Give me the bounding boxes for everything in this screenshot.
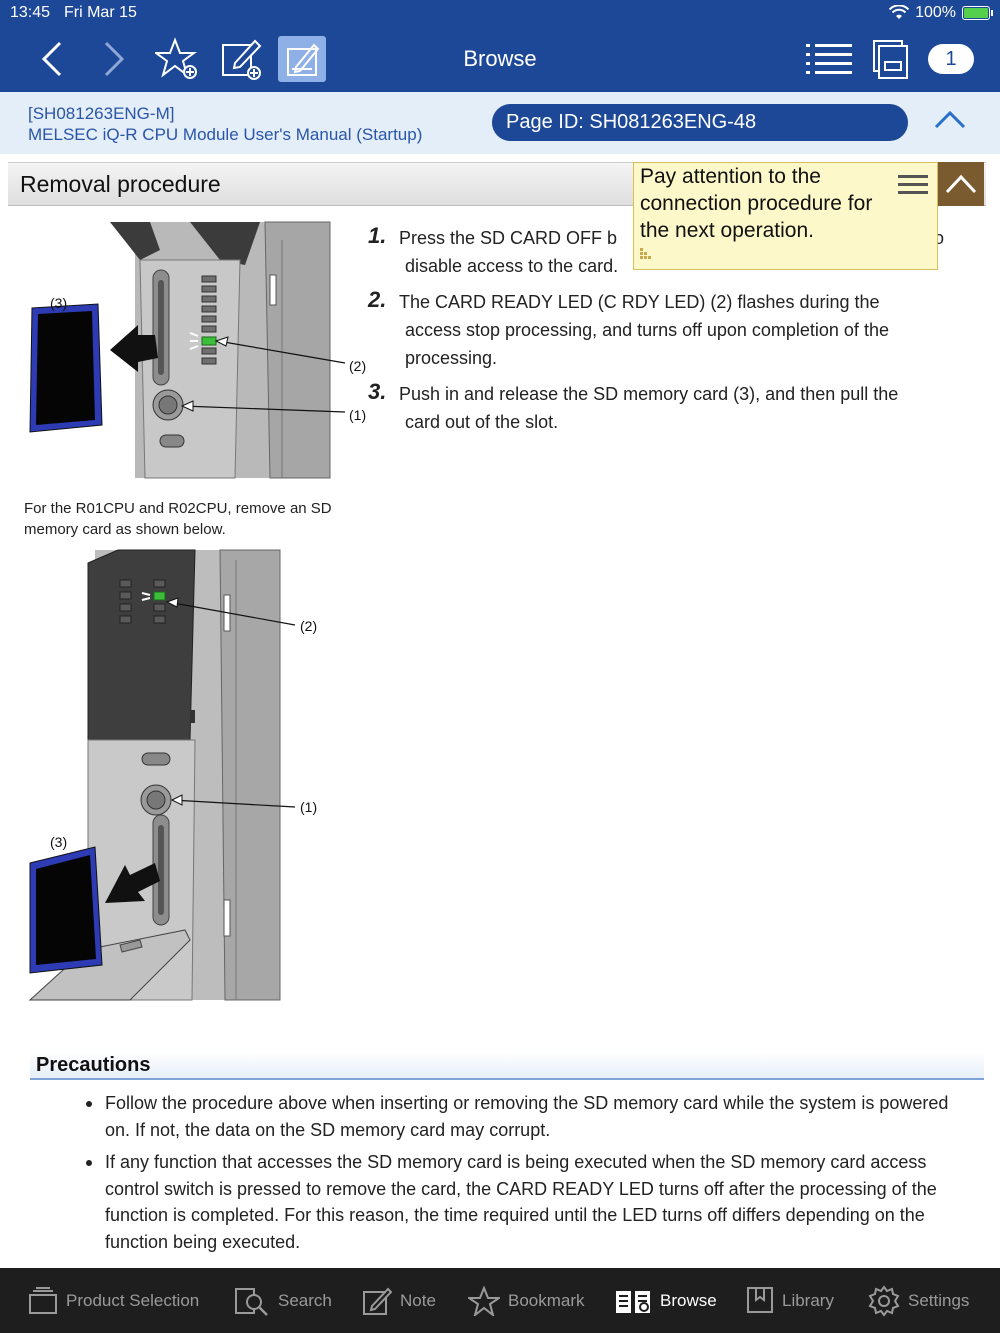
step-text: The CARD READY LED (C RDY LED) (2) flash… xyxy=(399,292,880,312)
step-text-cont: card out of the slot. xyxy=(405,412,559,432)
add-note-button[interactable] xyxy=(218,36,264,82)
step-number: 3. xyxy=(368,379,387,404)
hamburger-icon xyxy=(898,175,928,194)
tab-label: Bookmark xyxy=(508,1290,585,1310)
note-text: Pay attention to the connection procedur… xyxy=(640,165,873,242)
figure-removal-r01-r02: (2) (1) (3) xyxy=(28,549,317,1001)
note-menu-button[interactable] xyxy=(898,173,928,202)
step-2: 2. The CARD READY LED (C RDY LED) (2) fl… xyxy=(368,287,958,372)
tab-settings[interactable]: Settings xyxy=(868,1268,969,1333)
status-right: 100% xyxy=(889,4,993,22)
section-title: Removal procedure xyxy=(20,171,221,197)
settings-icon xyxy=(868,1284,900,1317)
product-selection-icon xyxy=(29,1286,57,1314)
status-date: Fri Mar 15 xyxy=(64,4,137,21)
search-icon xyxy=(235,1287,268,1316)
tab-search[interactable]: Search xyxy=(234,1268,332,1333)
figure-label-2: (2) xyxy=(300,618,317,634)
toc-button[interactable] xyxy=(806,36,852,82)
procedure-steps: 1. Press the SD CARD OFF b o disable acce… xyxy=(368,223,958,444)
add-bookmark-button[interactable] xyxy=(154,36,200,82)
collapse-button[interactable] xyxy=(934,110,966,135)
list-icon xyxy=(806,44,852,74)
tab-product-selection[interactable]: Product Selection xyxy=(28,1268,199,1333)
figure-label-2: (2) xyxy=(349,358,366,374)
precautions-heading: Precautions xyxy=(30,1052,984,1080)
pages-button[interactable] xyxy=(870,36,912,82)
wifi-icon xyxy=(889,5,910,19)
figure-label-1: (1) xyxy=(300,799,317,815)
note-mode-button[interactable] xyxy=(278,36,326,82)
step-number: 1. xyxy=(368,223,387,248)
document-name[interactable]: MELSEC iQ-R CPU Module User's Manual (St… xyxy=(28,125,423,144)
back-button[interactable] xyxy=(32,36,72,82)
tab-bar: Product Selection Search Note Bookmark B… xyxy=(0,1268,1000,1333)
step-3: 3. Push in and release the SD memory car… xyxy=(368,379,958,436)
figure-label-3: (3) xyxy=(50,834,67,850)
sticky-note[interactable]: Pay attention to the connection procedur… xyxy=(633,162,938,270)
star-add-icon xyxy=(155,37,198,79)
figure-caption: For the R01CPU and R02CPU, remove an SD … xyxy=(24,500,332,538)
library-icon xyxy=(747,1286,773,1313)
step-text-tail: o xyxy=(934,228,945,248)
nav-bar: Browse xyxy=(0,26,1000,92)
resize-grip-icon[interactable] xyxy=(640,247,656,265)
battery-percent: 100% xyxy=(915,4,956,21)
tab-label: Settings xyxy=(908,1290,970,1310)
chevron-left-icon xyxy=(41,41,62,77)
chevron-up-icon xyxy=(945,174,977,194)
tab-note[interactable]: Note xyxy=(362,1268,436,1333)
tab-label: Browse xyxy=(660,1290,717,1310)
tab-library[interactable]: Library xyxy=(746,1268,834,1333)
tab-bookmark[interactable]: Bookmark xyxy=(468,1268,585,1333)
nav-title: Browse xyxy=(463,46,537,71)
tab-label: Library xyxy=(782,1290,834,1310)
figure-label-3: (3) xyxy=(50,295,67,311)
chevron-right-icon xyxy=(104,41,125,77)
note-add-icon xyxy=(222,39,262,80)
document-code[interactable]: [SH081263ENG-M] xyxy=(28,104,175,123)
battery-icon xyxy=(962,6,993,20)
list-item: If any function that accesses the SD mem… xyxy=(80,1149,960,1255)
pages-icon xyxy=(873,40,908,79)
list-item: Follow the procedure above when insertin… xyxy=(80,1090,960,1143)
tab-browse[interactable]: Browse xyxy=(614,1268,717,1333)
document-bar: [SH081263ENG-M] MELSEC iQ-R CPU Module U… xyxy=(0,92,1000,154)
note-edit-icon xyxy=(287,43,320,76)
page-count-badge[interactable]: 1 xyxy=(928,44,974,74)
step-1: 1. Press the SD CARD OFF b o disable acce… xyxy=(368,223,958,280)
step-number: 2. xyxy=(368,287,387,312)
tab-label: Note xyxy=(400,1290,436,1310)
status-time: 13:45 xyxy=(10,4,51,21)
step-text: Press the SD CARD OFF b xyxy=(399,228,618,248)
step-text-cont: access stop processing, and turns off up… xyxy=(405,320,889,368)
status-bar: 13:45 Fri Mar 15 100% xyxy=(0,0,1000,26)
browse-icon xyxy=(616,1290,650,1313)
step-text: Push in and release the SD memory card (… xyxy=(399,384,899,404)
bookmark-icon xyxy=(468,1285,500,1316)
tab-label: Product Selection xyxy=(66,1290,200,1310)
figure-label-1: (1) xyxy=(349,407,366,423)
precautions-list: Follow the procedure above when insertin… xyxy=(80,1090,960,1261)
scroll-top-button[interactable] xyxy=(938,162,984,206)
note-icon xyxy=(363,1287,392,1315)
precautions-title: Precautions xyxy=(36,1054,151,1076)
figure-removal-r04-r120: (2) (1) (3) xyxy=(29,221,366,479)
page-id[interactable]: Page ID: SH081263ENG-48 xyxy=(492,104,908,141)
chevron-up-icon xyxy=(934,110,966,129)
tab-label: Search xyxy=(278,1290,332,1310)
step-text-cont: disable access to the card. xyxy=(405,256,619,276)
forward-button[interactable] xyxy=(94,36,134,82)
